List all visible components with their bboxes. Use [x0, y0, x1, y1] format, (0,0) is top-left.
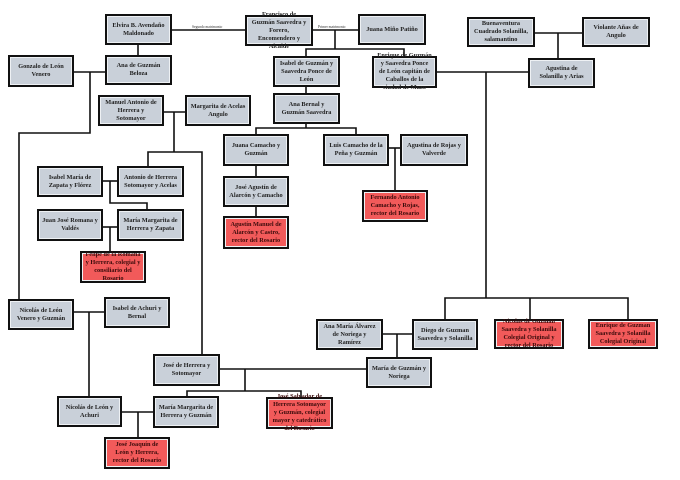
connector-line [444, 297, 629, 319]
person-box-felipe: Felipe de la Romana y Herrera, colegial … [80, 251, 146, 283]
person-box-ana-bernal: Ana Bernal y Guzmán Saavedra [273, 93, 340, 124]
person-box-fernando: Fernando Antonio Camacho y Rojas, rector… [362, 190, 428, 222]
person-box-gonzalo: Gonzalo de León Venero [8, 55, 74, 87]
edge-label-first-marriage: Primer matrimonio [318, 25, 346, 29]
person-box-agustina-rojas: Agustina de Rojas y Valverde [400, 134, 468, 166]
person-box-jose-herrera: José de Herrera y Sotomayor [153, 354, 220, 386]
person-box-maria-margarita-zapata: María Margarita de Herrera y Zapata [117, 209, 184, 241]
person-box-antonio: Antonio de Herrera Sotomayor y Acelas [117, 166, 184, 197]
connector-line [18, 72, 91, 299]
person-name: Isabel de Achuri y Bernal [112, 304, 162, 320]
person-name: Nicolás de León y Achuri [65, 403, 114, 419]
person-name: José Salvador de Herrera Sotomayor y Guz… [272, 393, 327, 432]
person-box-agustin-manuel: Agustín Manuel de Alarcón y Castro, rect… [223, 216, 289, 249]
person-name: Juana Camacho y Guzmán [231, 142, 281, 157]
person-name: Margarita de Acelas Angulo [190, 102, 246, 118]
person-box-ana-beloza: Ana de Guzmán Beloza [105, 55, 172, 85]
person-box-isabel-guzman: Isabel de Guzmán y Saavedra Ponce de Leó… [273, 56, 340, 87]
person-name: Agustín Manuel de Alarcón y Castro, rect… [230, 220, 282, 244]
person-name: Isabel de Guzmán y Saavedra Ponce de Leó… [279, 59, 334, 83]
person-box-jose-salvador: José Salvador de Herrera Sotomayor y Guz… [266, 393, 333, 432]
person-box-ana-alvarez: Ana María Álvarez de Noriega y Ramírez [316, 319, 383, 350]
person-name: Ana Bernal y Guzmán Saavedra [281, 100, 332, 116]
person-name: Luis Camacho de la Peña y Guzmán [329, 142, 383, 157]
person-name: Antonio de Herrera Sotomayor y Acelas [123, 173, 178, 189]
person-name: Nicolas de Guzman Saavedra y Solanilla C… [501, 318, 557, 349]
person-box-jose-agustin: José Agustín de Alarcón y Camacho [223, 176, 289, 207]
person-name: Elvira B. Avendaño Maldonado [112, 21, 165, 37]
person-box-violante: Violante Añas de Angulo [582, 17, 650, 47]
person-box-juan-jose: Juan José Romana y Valdés [37, 209, 103, 241]
person-name: Juan José Romana y Valdés [42, 217, 98, 232]
person-box-juana-mino: Juana Miño Patiño [358, 14, 426, 45]
person-box-maria-margarita-guzman: María Margarita de Herrera y Guzmán [153, 396, 219, 428]
person-box-buenaventura: Buenaventura Cuadrado Solanilla, salaman… [467, 17, 535, 47]
person-box-isabel-zapata: Isabel María de Zapata y Flórez [37, 166, 103, 197]
person-name: María de Guzmán y Noriega [371, 364, 427, 380]
person-name: Francisco de Guzmán Saavedra y Forero, E… [251, 10, 307, 50]
person-name: Ana María Álvarez de Noriega y Ramírez [323, 322, 376, 346]
person-name: Nicolás de León Venero y Guzmán [16, 306, 66, 322]
person-box-enrique-capitan: Enrique de Guzmán y Saavedra Ponce de Le… [372, 52, 437, 91]
person-name: Buenaventura Cuadrado Solanilla, salaman… [474, 20, 528, 43]
person-name: Agustina de Rojas y Valverde [407, 142, 461, 157]
person-name: Violante Añas de Angulo [593, 24, 639, 39]
person-box-nicolas-venero: Nicolás de León Venero y Guzmán [8, 299, 74, 330]
person-name: Fernando Antonio Camacho y Rojas, rector… [370, 194, 420, 217]
person-name: José Agustín de Alarcón y Camacho [229, 183, 283, 199]
person-name: Gonzalo de León Venero [18, 63, 64, 78]
person-box-jose-joaquin: José Joaquín de León y Herrera, rector d… [104, 437, 170, 469]
person-name: Ana de Guzmán Beloza [116, 62, 161, 77]
person-box-manuel: Manuel Antonio de Herrera y Sotomayor [98, 95, 164, 126]
person-box-elvira: Elvira B. Avendaño Maldonado [105, 14, 172, 45]
person-name: Manuel Antonio de Herrera y Sotomayor [105, 98, 157, 122]
person-name: Felipe de la Romana y Herrera, colegial … [85, 251, 141, 282]
connector-line [255, 127, 357, 134]
person-box-agustina-solanilla: Agustina de Solanilla y Arias [528, 58, 595, 88]
person-box-diego: Diego de Guzman Saavedra y Solanilla [412, 319, 478, 350]
connector-line [186, 390, 302, 397]
person-box-nicolas-guzman: Nicolas de Guzman Saavedra y Solanilla C… [494, 318, 564, 349]
person-box-nicolas-achuri: Nicolás de León y Achuri [57, 396, 122, 427]
person-box-luis: Luis Camacho de la Peña y Guzmán [323, 134, 389, 166]
connector-line [109, 181, 148, 209]
person-name: José de Herrera y Sotomayor [162, 362, 211, 377]
person-box-francisco: Francisco de Guzmán Saavedra y Forero, E… [245, 11, 313, 50]
connector-line [147, 151, 203, 354]
person-name: María Margarita de Herrera y Zapata [123, 217, 178, 232]
person-name: Juana Miño Patiño [366, 25, 418, 33]
person-box-margarita-acelas: Margarita de Acelas Angulo [185, 95, 251, 126]
person-name: Agustina de Solanilla y Arias [539, 65, 584, 80]
person-name: Enrique de Guzmán y Saavedra Ponce de Le… [377, 52, 432, 91]
person-name: José Joaquín de León y Herrera, rector d… [112, 441, 162, 464]
person-name: María Margarita de Herrera y Guzmán [158, 404, 214, 419]
edge-label-second-marriage: Segundo matrimonio [192, 25, 223, 29]
connector-line [305, 48, 405, 56]
person-box-maria-noriega: María de Guzmán y Noriega [366, 357, 432, 388]
person-box-isabel-achuri: Isabel de Achuri y Bernal [104, 297, 170, 328]
person-name: Enrique de Guzman Saavedra y Solanilla C… [595, 322, 651, 345]
person-box-juana-camacho: Juana Camacho y Guzmán [223, 134, 289, 166]
person-name: Isabel María de Zapata y Flórez [48, 173, 92, 189]
person-name: Diego de Guzman Saavedra y Solanilla [417, 326, 473, 342]
person-box-enrique-colegial: Enrique de Guzman Saavedra y Solanilla C… [588, 319, 658, 349]
